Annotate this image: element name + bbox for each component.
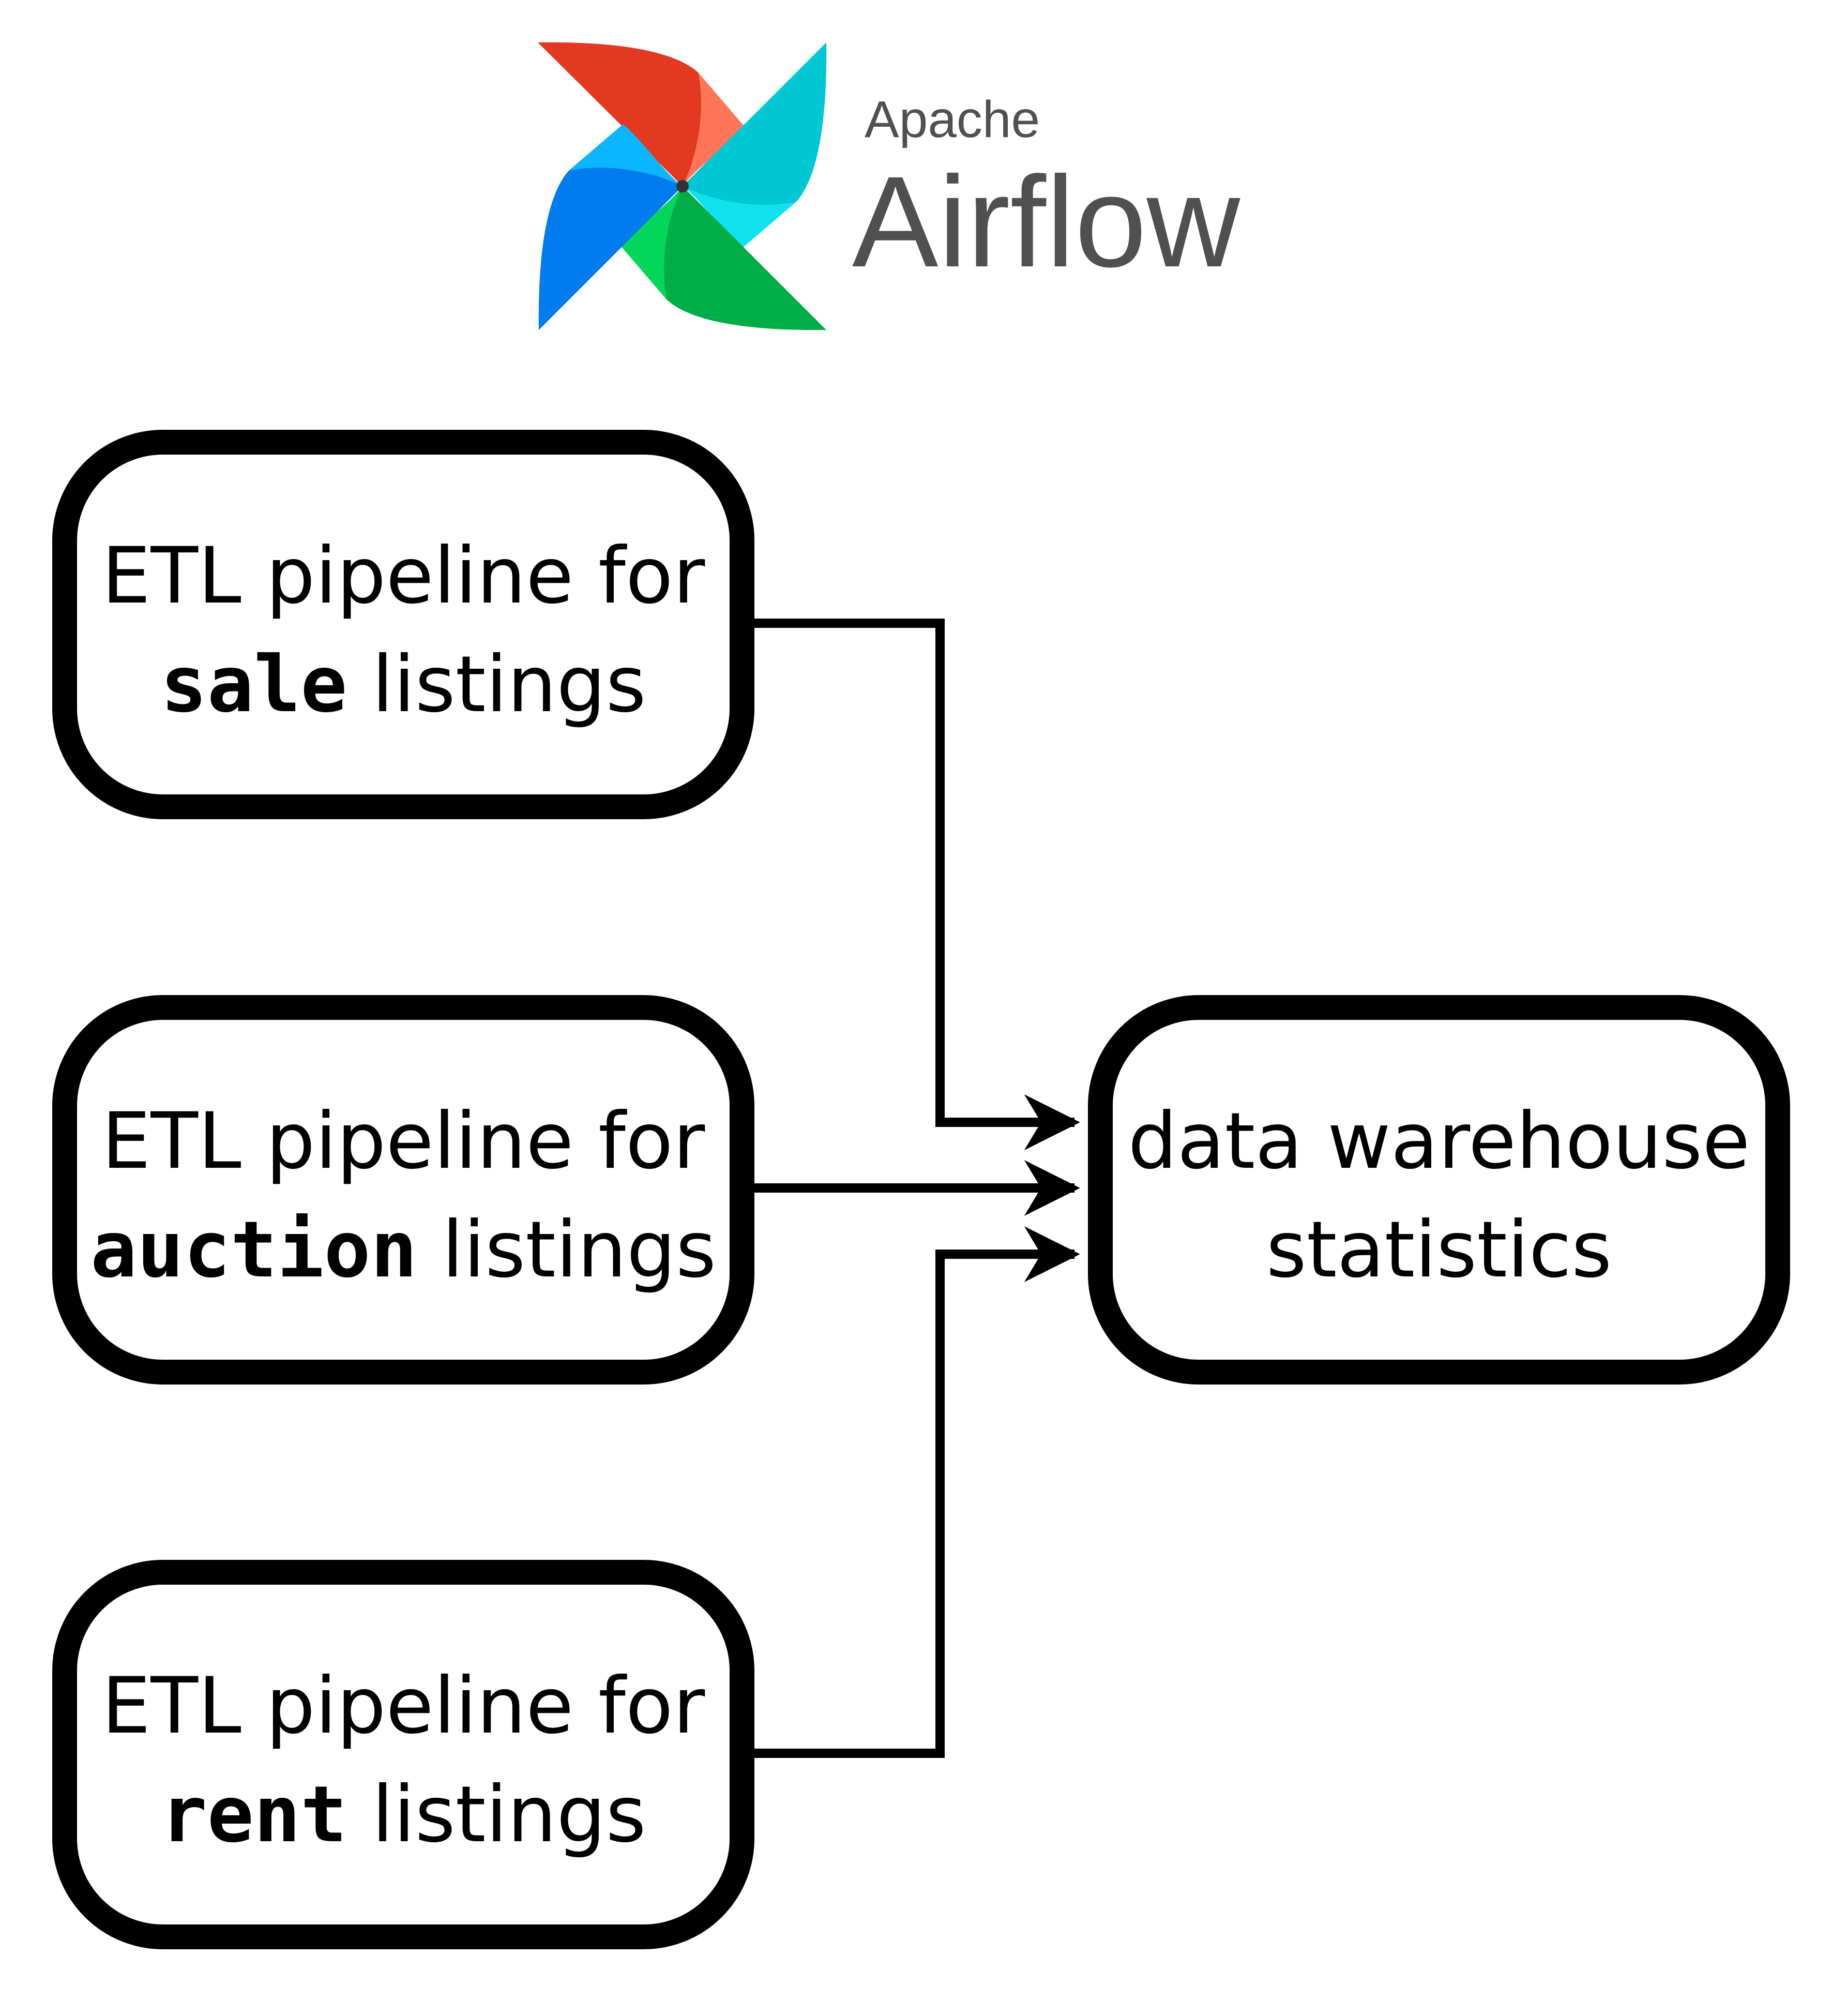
pinwheel-blade-light-cyan (683, 186, 796, 248)
edges (749, 619, 1080, 1758)
node-rent-rest: listings (347, 1770, 646, 1860)
pinwheel-blade-blue (538, 124, 683, 330)
node-auction-box (52, 995, 754, 1385)
logo-apache-text: Apache (865, 91, 1040, 148)
node-auction-line2: auction listings (90, 1205, 716, 1295)
pinwheel-blade-light-green (620, 186, 683, 300)
pinwheel-center (676, 180, 689, 192)
node-sale-rest: listings (347, 640, 646, 730)
edge-rent-to-warehouse (749, 1226, 1080, 1758)
node-auction-rest: listings (417, 1205, 716, 1295)
node-rent-etl: ETL pipeline for rent listings (52, 1560, 754, 1949)
node-data-warehouse: data warehouse statistics (1088, 995, 1790, 1385)
pinwheel-blade-light-blue (569, 124, 683, 186)
node-auction-etl: ETL pipeline for auction listings (52, 995, 754, 1385)
node-rent-box (52, 1560, 754, 1949)
node-warehouse-line1: data warehouse (1128, 1096, 1750, 1186)
logo-airflow-text: Airflow (852, 149, 1241, 294)
node-auction-line1: ETL pipeline for (102, 1096, 705, 1186)
node-rent-line2: rent listings (160, 1770, 646, 1860)
pinwheel-blade-cyan (683, 42, 827, 248)
node-sale-line2: sale listings (160, 640, 646, 730)
node-rent-line1: ETL pipeline for (102, 1661, 705, 1751)
node-warehouse-box (1088, 995, 1790, 1385)
node-sale-etl: ETL pipeline for sale listings (52, 430, 754, 819)
node-sale-line1: ETL pipeline for (102, 531, 705, 621)
node-warehouse-line2: statistics (1266, 1205, 1612, 1295)
pinwheel-icon (538, 42, 827, 330)
node-auction-code: auction (90, 1205, 417, 1295)
pinwheel-blade-green (620, 186, 826, 330)
node-rent-code: rent (160, 1770, 347, 1860)
pinwheel-blade-coral (683, 72, 745, 186)
node-sale-box (52, 430, 754, 819)
pinwheel-blade-red (538, 42, 745, 187)
airflow-logo: Apache Airflow (538, 42, 1241, 330)
edge-sale-to-warehouse (749, 619, 1080, 1150)
node-sale-code: sale (160, 640, 347, 730)
